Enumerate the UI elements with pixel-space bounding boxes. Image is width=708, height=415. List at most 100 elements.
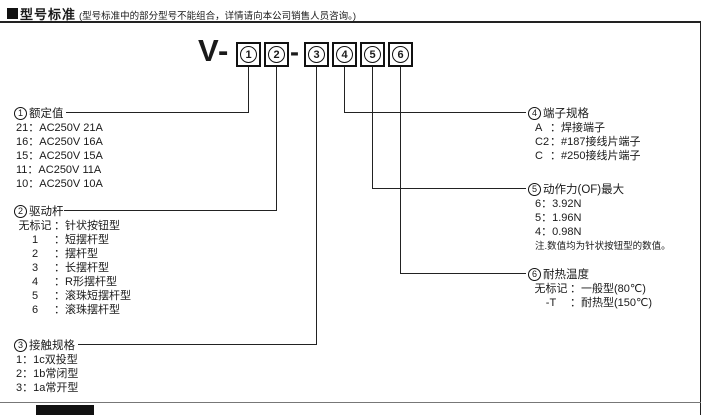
list-item: 2：1b常闭型: [16, 368, 79, 380]
section-contact-spec-title: 3 接触规格: [14, 337, 75, 353]
item-code: 无标记: [18, 220, 52, 232]
item-desc: 摆杆型: [65, 248, 98, 260]
line-to-rated-value: [66, 67, 249, 113]
list-item: -T ：耐热型(150℃): [532, 296, 652, 310]
page-title: 型号标准: [20, 7, 77, 22]
model-digit-box-5: 5: [360, 42, 385, 67]
list-item: C2：#187接线片端子: [535, 135, 640, 149]
section-terminal-spec-label: 端子规格: [543, 108, 589, 120]
list-item: 6：3.92N: [535, 198, 582, 210]
section-rated-value-title: 1 额定值: [14, 105, 64, 121]
list-item: 3：1a常开型: [16, 382, 79, 394]
page-bottom-rule: [0, 402, 701, 403]
item-colon: ：: [550, 122, 561, 134]
section-heat-resistance-items: 无标记：一般型(80℃) -T ：耐热型(150℃): [532, 282, 653, 310]
section-heat-resistance-title: 6 耐热温度: [528, 266, 589, 282]
section-marker-icon: [7, 8, 18, 19]
circled-number-3: 3: [308, 46, 325, 63]
list-item: 11：AC250V 11A: [16, 164, 102, 176]
model-digit-box-3: 3: [304, 42, 329, 67]
circled-number-6-small: 6: [528, 267, 541, 281]
model-digit-box-2: 2: [264, 42, 289, 67]
item-colon: ：: [54, 220, 65, 232]
header-rule: [0, 21, 701, 23]
item-desc: 滚珠短摆杆型: [65, 290, 131, 302]
page-right-border: [700, 21, 701, 415]
item-colon: ：: [570, 283, 581, 295]
section-operating-force-items: 6：3.92N 5：1.96N 4：0.98N 注.数值均为针状按钮型的数值。: [535, 197, 671, 253]
list-item: 5 ：滚珠短摆杆型: [16, 289, 131, 303]
circled-number-3-small: 3: [14, 338, 27, 352]
item-colon: ：: [54, 290, 65, 302]
list-item: 10：AC250V 10A: [16, 178, 103, 190]
item-code: 5: [31, 290, 39, 302]
circled-number-6: 6: [392, 46, 409, 63]
item-desc: 针状按钮型: [65, 220, 120, 232]
section-actuator-title: 2 驱动杆: [14, 203, 64, 219]
item-desc: 耐热型(150℃): [581, 297, 653, 309]
section-note: 注.数值均为针状按钮型的数值。: [535, 241, 671, 252]
list-item: 4：0.98N: [535, 226, 582, 238]
section-actuator-items: 无标记：针状按钮型 1：短摆杆型 2：摆杆型 3：长摆杆型 4：R形摆杆型 5：…: [16, 219, 132, 317]
list-item: 2 ：摆杆型: [16, 247, 131, 261]
line-to-operating-force: [372, 67, 526, 189]
section-rated-value-items: 21：AC250V 21A 16：AC250V 16A 15：AC250V 15…: [16, 121, 103, 191]
list-item: C ：#250接线片端子: [535, 149, 640, 163]
circled-number-4: 4: [336, 46, 353, 63]
line-to-terminal-spec: [344, 67, 526, 113]
item-colon: ：: [550, 150, 561, 162]
item-desc: #250接线片端子: [561, 150, 641, 162]
item-colon: ：: [570, 297, 581, 309]
list-item: 无标记：一般型(80℃): [532, 282, 652, 296]
section-terminal-spec-items: A：焊接端子 C2：#187接线片端子 C：#250接线片端子: [535, 121, 640, 163]
item-desc: R形摆杆型: [65, 276, 117, 288]
list-item: A ：焊接端子: [535, 121, 640, 135]
circled-number-4-small: 4: [528, 106, 541, 120]
next-section-header-partial: [36, 405, 94, 415]
model-digit-box-4: 4: [332, 42, 357, 67]
item-desc: 一般型(80℃): [581, 283, 646, 295]
section-contact-spec-label: 接触规格: [29, 340, 75, 352]
item-code: 4: [31, 276, 39, 288]
section-heat-resistance-label: 耐热温度: [543, 269, 589, 281]
item-code: 3: [31, 262, 39, 274]
item-colon: ：: [54, 248, 65, 260]
list-item: 15：AC250V 15A: [16, 150, 103, 162]
item-desc: 短摆杆型: [65, 234, 109, 246]
list-item: 4 ：R形摆杆型: [16, 275, 131, 289]
list-item: 21：AC250V 21A: [16, 122, 103, 134]
section-operating-force-title: 5 动作力(OF)最大: [528, 181, 625, 197]
item-desc: 焊接端子: [561, 122, 605, 134]
section-rated-value-label: 额定值: [29, 108, 64, 120]
model-dash: -: [290, 37, 299, 67]
circled-number-2: 2: [268, 46, 285, 63]
list-item: 16：AC250V 16A: [16, 136, 103, 148]
item-code: -T: [545, 297, 557, 309]
item-desc: #187接线片端子: [561, 136, 641, 148]
circled-number-1-small: 1: [14, 106, 27, 120]
section-contact-spec-items: 1：1c双投型 2：1b常闭型 3：1a常开型: [16, 353, 78, 395]
item-colon: ：: [550, 136, 561, 148]
model-prefix: V-: [198, 33, 230, 68]
item-colon: ：: [54, 234, 65, 246]
item-colon: ：: [54, 276, 65, 288]
item-code: C2: [535, 136, 550, 148]
section-terminal-spec-title: 4 端子规格: [528, 105, 589, 121]
line-to-heat-resistance: [400, 67, 526, 274]
model-digit-box-6: 6: [388, 42, 413, 67]
page-header-note: (型号标准中的部分型号不能组合，详情请向本公司销售人员咨询。): [79, 10, 357, 22]
list-item: 3：长摆杆型: [16, 261, 131, 275]
item-desc: 长摆杆型: [65, 262, 109, 274]
section-operating-force-label: 动作力(OF)最大: [543, 184, 625, 196]
item-code: C: [535, 150, 543, 162]
item-code: 无标记: [534, 283, 568, 295]
item-desc: 滚珠摆杆型: [65, 304, 120, 316]
section-actuator-label: 驱动杆: [29, 206, 64, 218]
circled-number-2-small: 2: [14, 204, 27, 218]
circled-number-5-small: 5: [528, 182, 541, 196]
item-code: A: [535, 122, 543, 134]
item-colon: ：: [54, 304, 65, 316]
page-header: 型号标准 (型号标准中的部分型号不能组合，详情请向本公司销售人员咨询。): [7, 4, 356, 23]
item-code: 2: [31, 248, 39, 260]
